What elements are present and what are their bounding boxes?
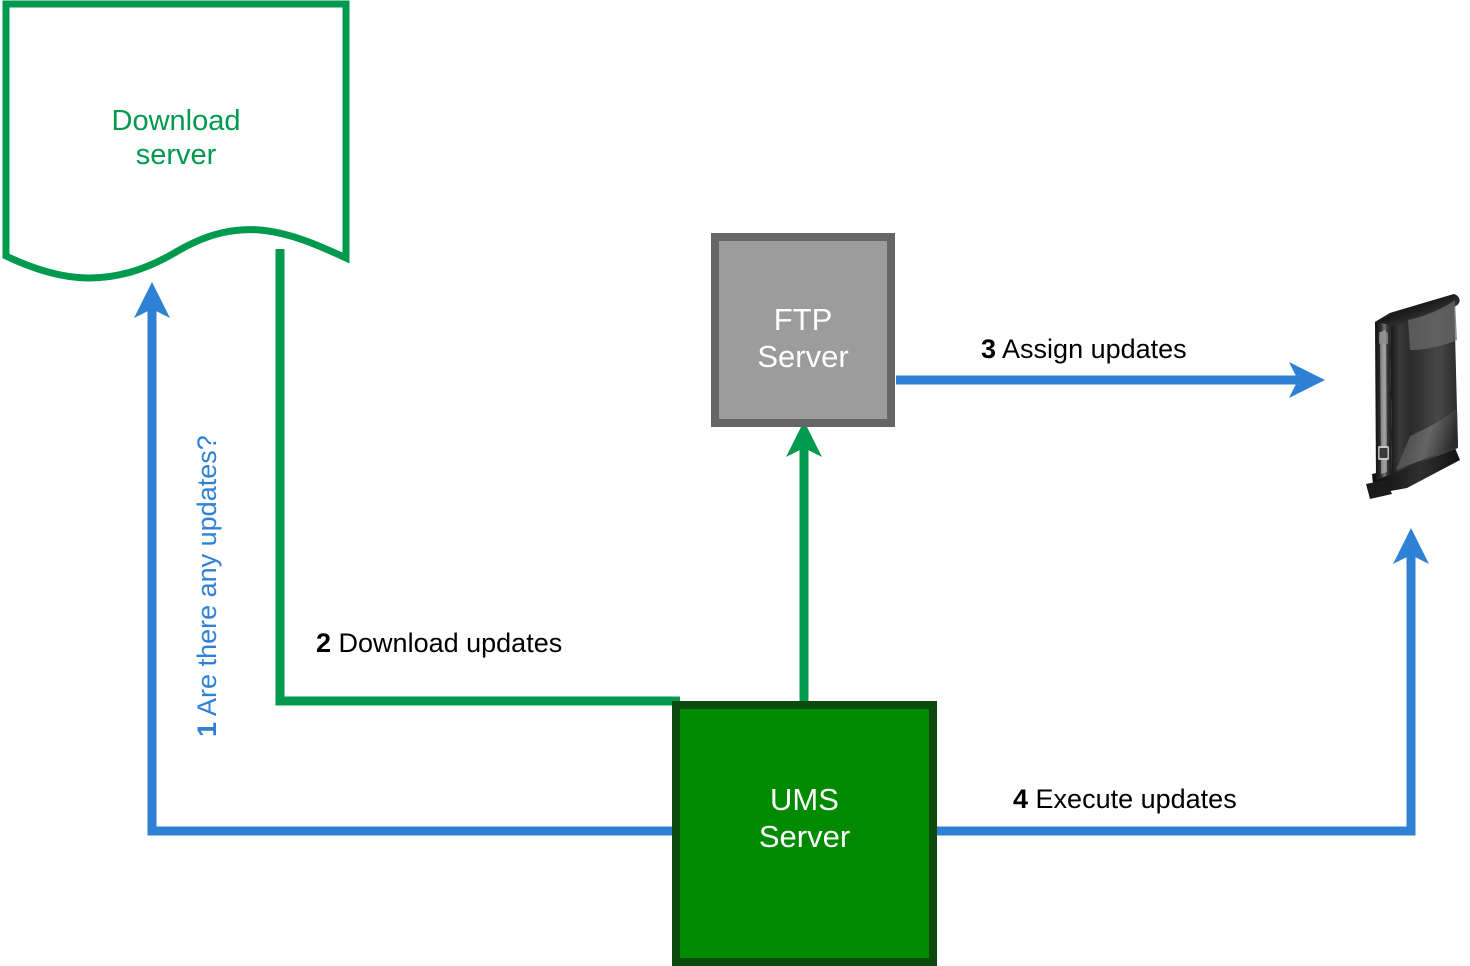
device-bottom-highlight <box>1396 408 1458 470</box>
device-edge-strip <box>1380 330 1387 474</box>
edge-1-path <box>134 282 672 836</box>
device-top-badge <box>1379 332 1388 344</box>
edge-4-arrowhead <box>1393 528 1429 564</box>
node-ftp-server[interactable] <box>711 233 895 427</box>
device-top-bevel <box>1375 294 1460 326</box>
edge-upload-path <box>786 421 822 701</box>
device-top-highlight <box>1408 300 1457 350</box>
edge-2-path <box>275 249 680 706</box>
edge-upload-arrowhead <box>786 421 822 457</box>
edge-1-arrowhead <box>134 282 170 318</box>
node-download-server[interactable] <box>2 0 350 282</box>
device-foot <box>1366 480 1392 499</box>
edge-3-arrowhead <box>1289 362 1325 398</box>
edge-4-path <box>937 528 1429 836</box>
device-bottom-badge-inner <box>1379 448 1388 458</box>
thin-client-device-icon[interactable] <box>1352 288 1470 514</box>
edge-3-path <box>896 362 1325 398</box>
node-ums-server[interactable] <box>672 701 937 966</box>
device-stand <box>1372 448 1460 494</box>
